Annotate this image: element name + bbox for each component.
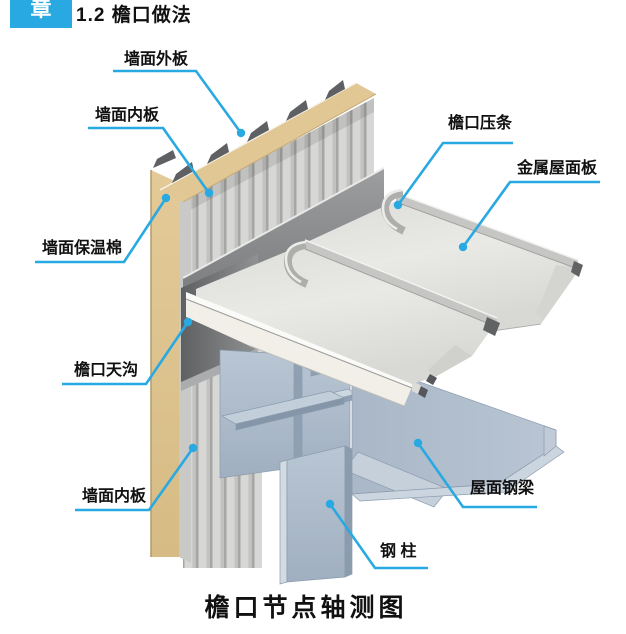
beam-end-facet bbox=[543, 425, 557, 457]
steel-shelf-plate-edge bbox=[235, 397, 345, 431]
panel-left-end-tick bbox=[426, 374, 437, 385]
cap-inner-line bbox=[182, 93, 377, 203]
leader-eave-gutter bbox=[62, 321, 190, 386]
leader-wall-inner-panel-bottom bbox=[75, 447, 195, 512]
leader-roof-steel-beam bbox=[416, 442, 537, 509]
column-side bbox=[344, 445, 353, 578]
outer-panel-ribs bbox=[153, 80, 345, 183]
leader-lines bbox=[35, 69, 600, 570]
roof-underside bbox=[185, 292, 428, 407]
column-flange-edge bbox=[279, 459, 288, 585]
eave-batten-band bbox=[396, 193, 578, 269]
panel-right-bottom-edge bbox=[491, 323, 542, 332]
wall-top-shadow bbox=[183, 98, 374, 214]
wall-top-cap bbox=[160, 83, 376, 202]
leader-wall-inner-panel-top bbox=[88, 126, 211, 194]
figure-caption: 檐口节点轴测图 bbox=[204, 594, 408, 622]
leader-dots bbox=[161, 128, 468, 509]
leader-steel-column bbox=[328, 503, 428, 570]
standing-seam-band bbox=[305, 240, 497, 327]
label-wall-inner-panel-bottom: 墙面内板 bbox=[82, 488, 147, 505]
seam-end-cap bbox=[483, 317, 500, 336]
roof-panels bbox=[196, 188, 583, 385]
seam-highlight bbox=[304, 239, 498, 319]
eave-lip-strip bbox=[186, 292, 412, 388]
label-wall-insulation: 墙面保温棉 bbox=[42, 240, 123, 257]
panel-right-fold-facet bbox=[536, 265, 580, 320]
label-metal-roof-panel: 金属屋面板 bbox=[517, 160, 598, 177]
batten-curl bbox=[380, 189, 406, 235]
leader-metal-roof-panel bbox=[461, 180, 600, 248]
batten-shadow bbox=[395, 201, 579, 270]
wall-drip-edge bbox=[182, 167, 385, 279]
underside-shade-line bbox=[249, 345, 405, 407]
chapter-badge: 章 bbox=[10, 0, 72, 28]
roof-panel-left bbox=[196, 243, 497, 384]
label-wall-inner-panel-top: 墙面内板 bbox=[95, 107, 160, 124]
roof-panel-right bbox=[307, 200, 580, 331]
leader-wall-insulation bbox=[35, 197, 168, 264]
panel-underside bbox=[186, 298, 412, 406]
seam-shadow bbox=[304, 248, 498, 328]
lip-end-tick bbox=[418, 386, 428, 398]
label-roof-steel-beam: 屋面钢梁 bbox=[470, 480, 535, 497]
chapter-badge-glyph: 章 bbox=[30, 0, 52, 21]
beam-bottom-flange bbox=[351, 445, 565, 502]
leader-wall-outer-panel bbox=[113, 69, 243, 134]
label-wall-outer-panel: 墙面外板 bbox=[124, 51, 189, 68]
label-eave-batten: 檐口压条 bbox=[448, 115, 513, 132]
batten-end-cap bbox=[571, 261, 583, 277]
seam-curl-highlight bbox=[284, 240, 307, 284]
section-title: 1.2 檐口做法 bbox=[76, 5, 192, 26]
batten-curl-highlight bbox=[381, 188, 404, 231]
panel-left-fold-facet bbox=[428, 345, 472, 377]
label-eave-gutter: 檐口天沟 bbox=[74, 362, 139, 379]
lip-shadow-line bbox=[185, 298, 413, 389]
wall-insulation-edge bbox=[151, 170, 179, 557]
leader-eave-batten bbox=[396, 141, 513, 206]
batten-highlight bbox=[395, 192, 579, 261]
label-steel-column: 钢 柱 bbox=[380, 543, 417, 560]
